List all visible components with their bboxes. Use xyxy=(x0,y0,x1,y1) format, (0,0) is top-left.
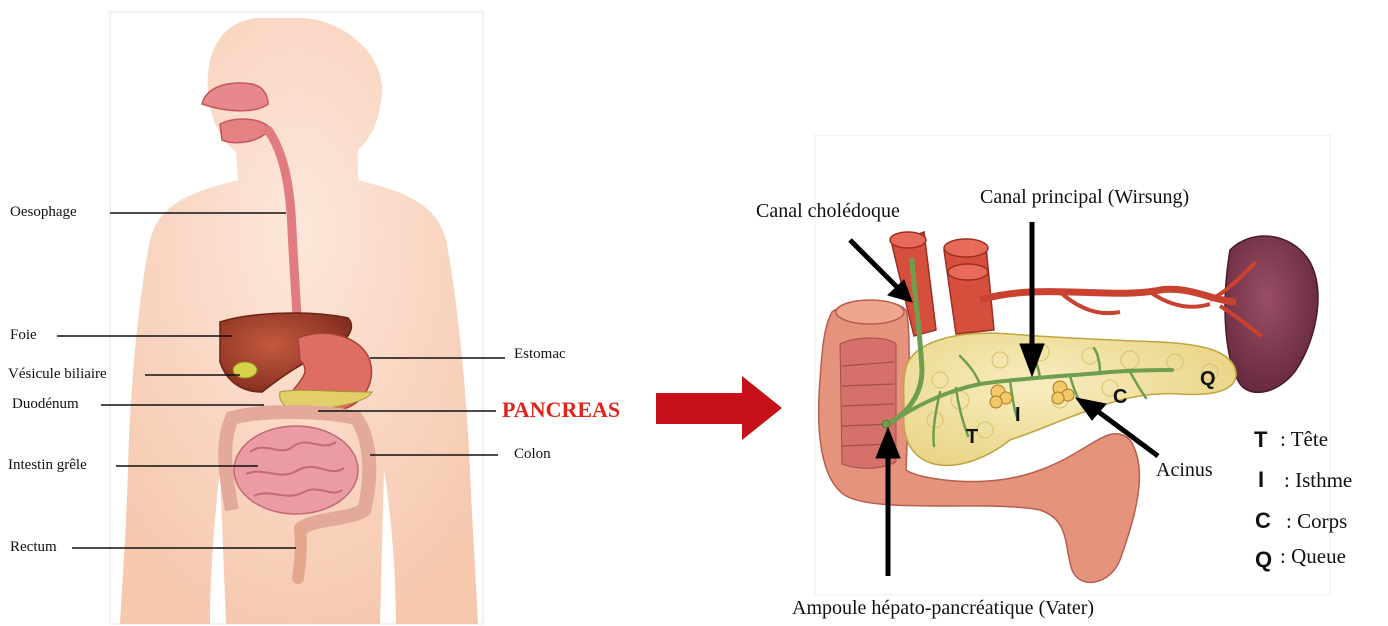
label-canal-choledoque: Canal cholédoque xyxy=(756,200,900,223)
label-pancreas-highlight: PANCREAS xyxy=(502,397,620,423)
legend-letter-t: T xyxy=(1254,427,1267,453)
legend-letter-i: I xyxy=(1258,467,1264,493)
body-panel xyxy=(57,12,505,624)
label-vesicule-biliaire: Vésicule biliaire xyxy=(8,366,107,383)
label-intestin-grele: Intestin grêle xyxy=(8,457,87,474)
ampulla-point xyxy=(882,420,890,428)
label-canal-principal: Canal principal (Wirsung) xyxy=(980,186,1189,209)
transition-arrow xyxy=(656,376,782,440)
label-acinus: Acinus xyxy=(1156,459,1213,482)
vessel-opening-1 xyxy=(890,232,926,248)
region-letter-corps: C xyxy=(1113,386,1127,409)
label-duodenum: Duodénum xyxy=(12,396,79,413)
region-letter-queue: Q xyxy=(1200,368,1216,391)
legend-letter-c: C xyxy=(1255,508,1271,534)
legend-text-c: : Corps xyxy=(1286,509,1347,534)
label-rectum: Rectum xyxy=(10,539,57,556)
label-oesophage: Oesophage xyxy=(10,204,77,221)
legend-text-i: : Isthme xyxy=(1284,468,1352,493)
legend-letter-q: Q xyxy=(1255,547,1272,573)
region-letter-isthme: I xyxy=(1015,404,1021,427)
region-letter-tete: T xyxy=(966,426,978,449)
label-colon: Colon xyxy=(514,446,551,463)
label-ampoule: Ampoule hépato-pancréatique (Vater) xyxy=(792,597,1094,620)
legend-text-t: : Tête xyxy=(1280,427,1328,452)
legend-text-q: : Queue xyxy=(1280,544,1346,569)
rectum xyxy=(298,528,301,578)
vessel-opening-2 xyxy=(944,239,988,257)
vessel-opening-3 xyxy=(948,264,988,280)
duodenum-opening xyxy=(836,300,904,324)
label-foie: Foie xyxy=(10,327,37,344)
label-estomac: Estomac xyxy=(514,346,566,363)
